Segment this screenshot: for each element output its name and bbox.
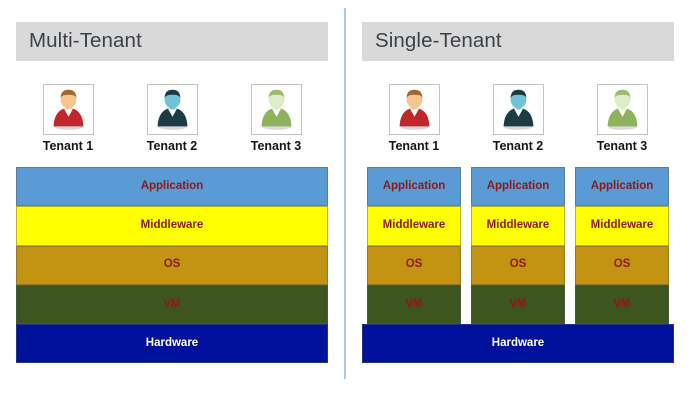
stack-layer-label: Application xyxy=(590,179,654,192)
person-avatar-green-icon xyxy=(251,85,301,134)
multi-tenant-tenant-row: Tenant 1 Tenant 2 Tenant 3 xyxy=(16,84,328,162)
person-avatar-teal-icon xyxy=(147,85,197,134)
person-avatar-red-icon xyxy=(43,85,93,134)
tenant-label: Tenant 3 xyxy=(596,139,648,153)
avatar xyxy=(596,84,648,135)
hardware-bar: Hardware xyxy=(362,324,674,363)
panel-divider xyxy=(344,8,346,379)
stack-layer-label: OS xyxy=(613,258,631,271)
stack-layer-label: OS xyxy=(163,258,181,271)
hardware-bar: Hardware xyxy=(16,324,328,363)
stack-layer-label: VM xyxy=(613,297,631,310)
tenant-column: Tenant 1 xyxy=(16,84,120,162)
stack-layer-os: OS xyxy=(575,245,669,285)
stack-layer-label: Middleware xyxy=(486,219,550,232)
stack-layer-os: OS xyxy=(367,245,461,285)
tenant-column: Tenant 2 xyxy=(120,84,224,162)
avatar xyxy=(492,84,544,135)
tenant-column: Tenant 2 xyxy=(466,84,570,162)
tenant-label: Tenant 3 xyxy=(250,139,302,153)
stack-layer-application: Application xyxy=(16,167,328,207)
stack-layer-middleware: Middleware xyxy=(471,206,565,246)
hardware-label: Hardware xyxy=(491,336,545,349)
avatar xyxy=(42,84,94,135)
person-avatar-teal-icon xyxy=(493,85,543,134)
multi-tenant-header-bar: Multi-Tenant xyxy=(16,22,328,61)
stack-layer-label: VM xyxy=(405,297,423,310)
stack-layer-label: VM xyxy=(163,297,181,310)
stack-layer-vm: VM xyxy=(367,284,461,324)
stack-layer-vm: VM xyxy=(575,284,669,324)
stack-layer-label: VM xyxy=(509,297,527,310)
stack-layer-os: OS xyxy=(16,245,328,285)
stack-layer-application: Application xyxy=(575,167,669,207)
stack-layer-application: Application xyxy=(471,167,565,207)
stack-layer-os: OS xyxy=(471,245,565,285)
multi-tenant-panel: Multi-Tenant Tenant 1 Tenant 2 Tenant 3 Ap… xyxy=(0,0,344,404)
tenant-label: Tenant 2 xyxy=(146,139,198,153)
stack-layer-label: Middleware xyxy=(590,219,654,232)
single-tenant-tenant-row: Tenant 1 Tenant 2 Tenant 3 xyxy=(362,84,674,162)
stack-layer-label: Middleware xyxy=(140,219,204,232)
tenant-label: Tenant 2 xyxy=(492,139,544,153)
person-avatar-red-icon xyxy=(389,85,439,134)
multi-tenant-header-title: Multi-Tenant xyxy=(29,29,142,53)
stack-layer-label: Application xyxy=(486,179,550,192)
stack-layer-application: Application xyxy=(367,167,461,207)
tenant-column: Tenant 3 xyxy=(570,84,674,162)
stack-layer-label: OS xyxy=(405,258,423,271)
hardware-label: Hardware xyxy=(145,336,199,349)
person-avatar-green-icon xyxy=(597,85,647,134)
stack-layer-middleware: Middleware xyxy=(575,206,669,246)
stack-layer-vm: VM xyxy=(471,284,565,324)
tenant-label: Tenant 1 xyxy=(42,139,94,153)
stack-layer-middleware: Middleware xyxy=(367,206,461,246)
avatar xyxy=(388,84,440,135)
stack-layer-vm: VM xyxy=(16,284,328,324)
stack-layer-label: Application xyxy=(382,179,446,192)
tenant-column: Tenant 1 xyxy=(362,84,466,162)
stack-layer-label: OS xyxy=(509,258,527,271)
stack-layer-label: Middleware xyxy=(382,219,446,232)
tenant-column: Tenant 3 xyxy=(224,84,328,162)
stack-layer-middleware: Middleware xyxy=(16,206,328,246)
avatar xyxy=(250,84,302,135)
tenant-label: Tenant 1 xyxy=(388,139,440,153)
single-tenant-header-title: Single-Tenant xyxy=(375,29,502,53)
single-tenant-header-bar: Single-Tenant xyxy=(362,22,674,61)
single-tenant-panel: Single-Tenant Tenant 1 Tenant 2 Tenant 3 A… xyxy=(346,0,690,404)
avatar xyxy=(146,84,198,135)
stack-layer-label: Application xyxy=(140,179,204,192)
